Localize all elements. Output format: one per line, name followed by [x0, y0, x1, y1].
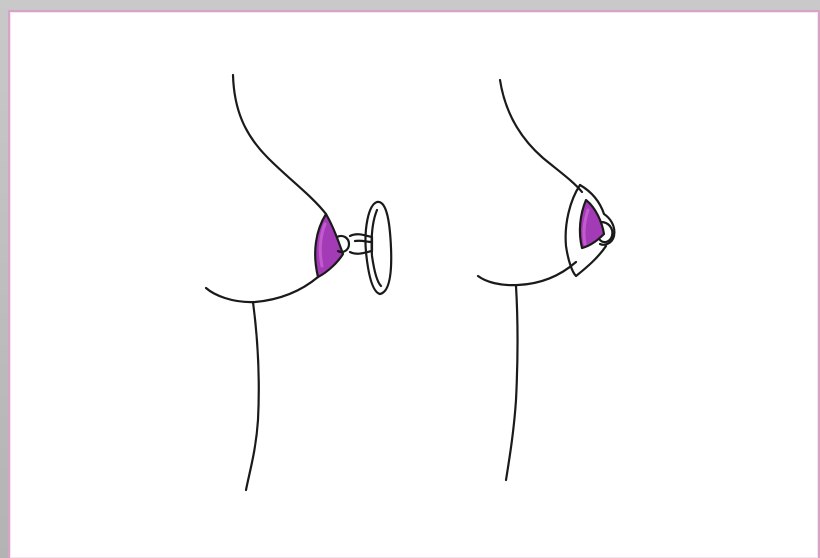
left-torso-line	[246, 302, 259, 490]
left-figure	[206, 75, 391, 490]
right-breast-lower-outline	[478, 262, 576, 285]
right-figure	[478, 80, 614, 480]
left-shield-stem	[350, 234, 372, 253]
left-breast-lower-outline	[206, 277, 318, 302]
right-breast-upper-outline	[500, 80, 582, 192]
right-torso-line	[506, 286, 518, 480]
left-shield-stem-inner	[355, 241, 372, 242]
left-breast-upper-outline	[233, 75, 326, 214]
